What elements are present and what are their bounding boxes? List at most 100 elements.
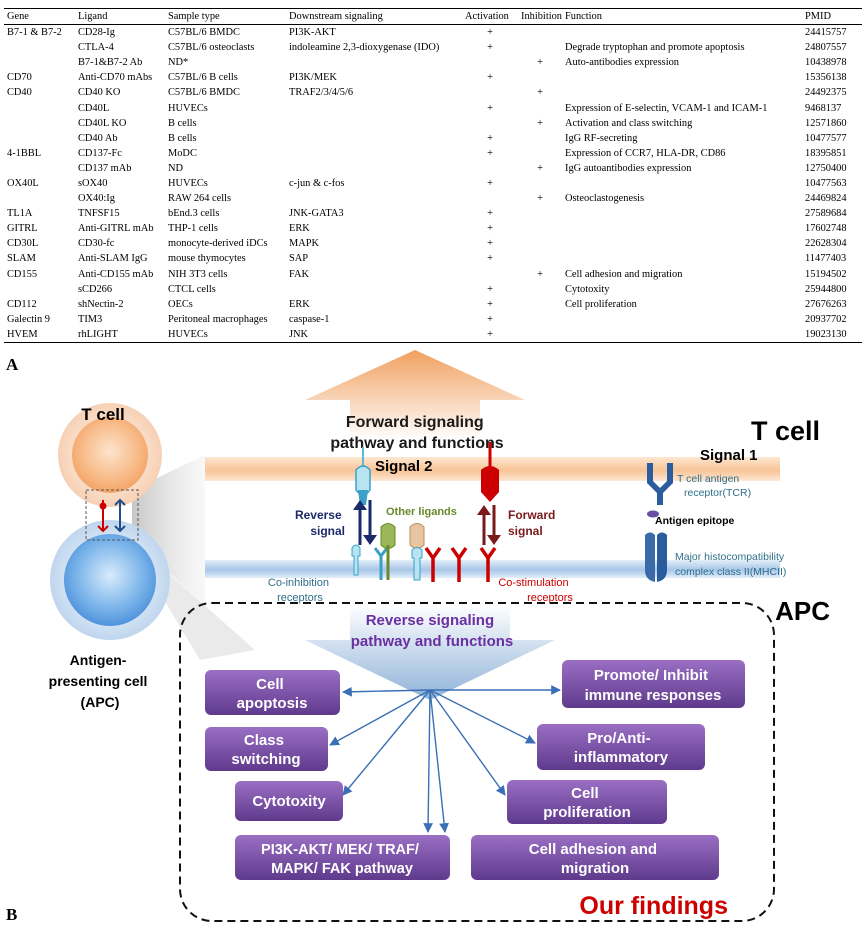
cell-activation: +: [487, 147, 493, 159]
cell-function: IgG autoantibodies expression: [565, 162, 692, 174]
function-box-pathways: PI3K-AKT/ MEK/ TRAF/ MAPK/ FAK pathway: [235, 835, 450, 880]
cell-pmid: 24492375: [805, 87, 847, 99]
cell-function: IgG RF-secreting: [565, 132, 638, 144]
cell-activation: [462, 55, 518, 70]
svg-text:Pro/Anti- inflammatory: Pro/Anti- inflammatory: [574, 730, 669, 766]
cell-downstream: [286, 55, 462, 70]
cell-sample-type: CTCL cells: [168, 283, 216, 295]
forward-pathway-label: Forward signaling pathway and functions: [330, 414, 503, 452]
cell-inhibition: [518, 312, 562, 327]
cell-sample-type: B cells: [168, 132, 197, 144]
cell-activation: +: [487, 27, 493, 39]
cell-ligand: CD137-Fc: [78, 147, 122, 159]
reverse-pathway-label: Reverse signaling pathway and functions: [351, 612, 514, 650]
cell-function: [562, 25, 802, 41]
cell-ligand: Anti-CD155 mAb: [78, 268, 154, 280]
forward-pathway-line-1: Forward signaling: [346, 414, 484, 431]
cell-downstream: JNK: [286, 326, 462, 343]
cell-function: [562, 312, 802, 327]
reverse-signal-line-1: Reverse: [295, 508, 342, 522]
costimulation-receptors-label: Co-stimulation receptors: [498, 577, 573, 604]
other-ligand-icons: [380, 523, 425, 581]
cell-inhibition: [518, 282, 562, 297]
cell-sample-type: mouse thymocytes: [168, 253, 246, 265]
cell-pmid: 18395851: [805, 147, 847, 159]
cell-downstream: ERK: [289, 298, 310, 310]
cell-pmid: 24415757: [805, 27, 847, 39]
forward-signal-arrows: [477, 505, 501, 545]
cell-inhibition: [518, 70, 562, 85]
function-text: Cell adhesion and: [529, 841, 657, 858]
function-text: Pro/Anti-: [587, 730, 650, 747]
svg-text:Class switching: Class switching: [231, 732, 300, 768]
cell-activation: +: [487, 72, 493, 84]
cell-ligand: CD137 mAb: [78, 162, 132, 174]
cell-inhibition: [518, 221, 562, 236]
reverse-signal-line-2: signal: [310, 524, 345, 538]
cell-gene: [4, 55, 75, 70]
cell-activation: +: [487, 208, 493, 220]
cell-activation: [462, 161, 518, 176]
cell-activation: +: [487, 132, 493, 144]
cell-downstream: SAP: [289, 253, 309, 265]
header-inhibition: Inhibition: [518, 8, 562, 25]
cell-downstream: c-jun & c-fos: [289, 177, 345, 189]
table-header-row: Gene Ligand Sample type Downstream signa…: [4, 8, 862, 25]
cell-inhibition: [518, 25, 562, 41]
cell-gene: B7-1 & B7-2: [7, 27, 62, 39]
cell-pmid: 11477403: [805, 253, 847, 265]
cell-pmid: 24469824: [805, 193, 847, 205]
apc-caption: Antigen- presenting cell (APC): [49, 652, 152, 710]
svg-text:PI3K-AKT/ MEK/ TRAF/ MAP: PI3K-AKT/ MEK/ TRAF/ MAPK/ FAK pathway: [261, 842, 423, 877]
apc-caption-line-2: presenting cell: [49, 673, 148, 689]
cell-pmid: 19023130: [802, 326, 862, 343]
cell-downstream: FAK: [289, 268, 310, 280]
forward-signal-line-1: Forward: [508, 508, 555, 522]
cell-gene: [4, 131, 75, 146]
cell-pmid: 15356138: [805, 72, 847, 84]
cell-inhibition: +: [537, 87, 543, 99]
cell-ligand: sCD266: [78, 283, 113, 295]
findings-frame: [179, 602, 775, 922]
cell-pmid: 12750400: [805, 162, 847, 174]
cell-activation: [462, 85, 518, 100]
cell-ligand: CD28-Ig: [78, 27, 115, 39]
cell-function: [562, 251, 802, 266]
apc-membrane: [205, 560, 780, 578]
coinhibition-receptor-icons: [351, 544, 389, 580]
forward-signal-line-2: signal: [508, 524, 543, 538]
costimulation-ligand-icon: [481, 442, 499, 502]
cell-function: Cytotoxity: [565, 283, 610, 295]
cell-activation: [462, 116, 518, 131]
forward-pathway-line-2: pathway and functions: [330, 435, 503, 452]
cell-gene: CD112: [7, 298, 37, 310]
forward-signal-label: Forward signal: [508, 508, 559, 538]
reverse-signal-label: Reverse signal: [295, 508, 345, 538]
cell-ligand: Anti-SLAM IgG: [78, 253, 148, 265]
cell-sample-type: C57BL/6 B cells: [168, 72, 238, 84]
cell-function: Expression of E-selectin, VCAM-1 and ICA…: [565, 102, 768, 114]
cell-gene: CD155: [7, 268, 38, 280]
our-findings-label: Our findings: [579, 892, 728, 920]
function-text: Class: [244, 732, 284, 749]
cell-ligand: CD40L: [78, 102, 110, 114]
signaling-diagram: T cell Antigen- presenting cell (APC) Fo…: [49, 350, 830, 922]
cell-function: Degrade tryptophan and promote apoptosis: [565, 42, 745, 54]
cell-inhibition: [518, 146, 562, 161]
cell-ligand: TIM3: [78, 313, 103, 325]
cell-gene: [4, 161, 75, 176]
cell-function: [562, 326, 802, 343]
header-gene: Gene: [4, 8, 75, 25]
cell-ligand: B7-1&B7-2 Ab: [78, 57, 143, 69]
apc-region-label: APC: [775, 596, 830, 626]
cell-gene: CD40: [7, 87, 32, 99]
cell-function: Cell adhesion and migration: [565, 268, 683, 280]
cell-function: [562, 70, 802, 85]
